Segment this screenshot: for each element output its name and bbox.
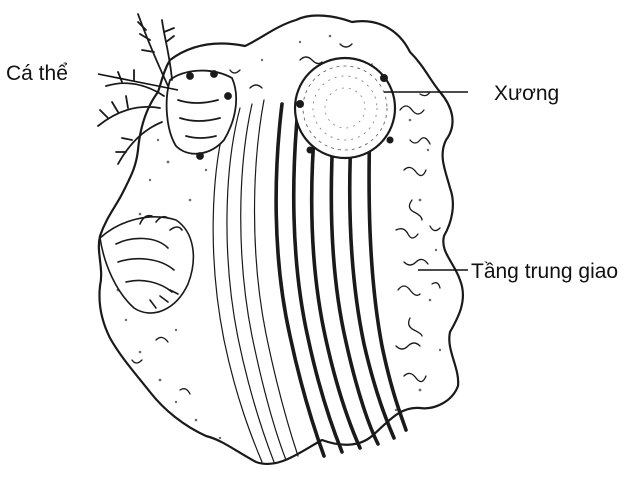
label-mesoglea: Tầng trung giao — [471, 260, 618, 283]
skeleton-sphere — [295, 58, 395, 158]
septa-band-light — [213, 100, 298, 462]
polyp-individual — [98, 14, 236, 164]
retracted-polyp — [100, 216, 193, 313]
label-skeleton: Xương — [494, 82, 559, 105]
label-individual: Cá thể — [6, 62, 68, 85]
